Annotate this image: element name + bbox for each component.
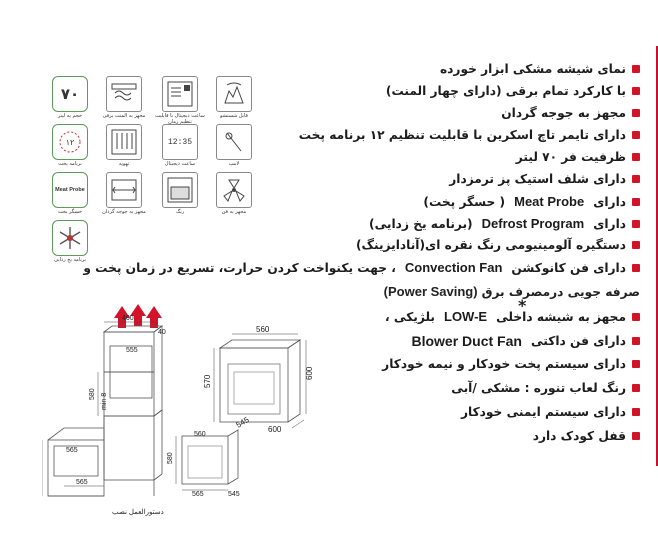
cooking-programs-icon: ۱۲ [52,124,88,160]
installation-drawing: 560 570 600 600 545 400 40 555 580 min 8… [41,300,372,520]
dim-label: min 8 [101,393,108,410]
dim-label: 400 [122,315,134,322]
icon-caption: مجهز به فن [221,209,247,215]
svg-text:۱۲: ۱۲ [66,138,75,147]
bullet-icon [632,175,640,183]
capacity-70-icon: ۷۰ [52,76,88,112]
feature-item: رنگ لعاب تنوره : مشکی /آبی [451,381,640,395]
dim-label: 555 [126,347,138,354]
feature-item: ظرفیت فر ۷۰ لیتر [516,150,640,164]
icon-caption: ساعت دیجیتال [164,161,196,167]
bullet-icon [632,241,640,249]
icon-caption: مجهز به جوجه گردان [102,209,146,215]
icon-caption: مجهز به المنت برقی [102,113,146,119]
color-icon [162,172,198,208]
feature-item: دارای شلف استیک پز ترمزدار [449,172,640,186]
feature-item: دارای سیستم ایمنی خودکار [461,405,640,419]
dim-label: 40 [158,329,166,336]
dim-label: 560 [256,325,270,334]
meat-probe-icon: Meat Probe [52,172,88,208]
feature-item: مجهز به جوجه گردان [501,106,640,120]
icon-caption: لامپ [228,161,240,167]
dim-label: 600 [268,425,282,434]
icon-caption: ساعت دیجیتال با قابلیت تنظیم زمان [155,113,205,125]
bullet-icon [632,153,640,161]
bullet-icon [632,131,640,139]
hand-wash-icon [216,76,252,112]
icon-caption: حسگر پخت [57,209,83,215]
icon-caption: تهویه [118,161,130,167]
bullet-icon [632,109,640,117]
defrost-icon [52,220,88,256]
electric-icon [106,76,142,112]
icon-caption: حجم به لیتر [57,113,83,119]
bullet-icon [632,408,640,416]
dim-label: 600 [305,366,314,380]
feature-item: با کارکرد تمام برقی (دارای چهار المنت) [386,84,640,98]
icon-caption: برنامه یخ زدایی [54,257,86,263]
feature-item: دارای سیستم پخت خودکار و نیمه خودکار [382,357,640,371]
heater-icon [106,124,142,160]
bullet-icon [632,337,640,345]
dim-label: 545 [235,415,252,430]
feature-item: قفل کودک دارد [533,429,640,443]
feature-continuation: صرفه جویی درمصرف برق(Power Saving) [383,284,640,299]
bullet-icon [632,312,640,321]
bullet-icon [632,360,640,368]
bullet-icon [632,87,640,95]
feature-item: نمای شیشه مشکی ابزار خورده [440,62,640,76]
bullet-icon [632,384,640,392]
dim-label: 580 [89,388,96,400]
bullet-icon [632,219,640,228]
dim-label: 580 [167,452,174,464]
dim-label: 565 [192,491,204,498]
icon-caption: قابل شستشو [220,113,248,119]
dim-label: 545 [228,491,240,498]
timer-display-icon [162,76,198,112]
icon-caption: برنامه پخت [58,161,82,167]
dim-label: 560 [194,431,206,438]
dim-label: 565 [76,479,88,486]
clock-icon: 12:35 [162,124,198,160]
fan-icon [216,172,252,208]
right-accent-bar [656,46,658,466]
bullet-icon [632,197,640,206]
asterisk-mark: * [518,296,527,315]
bullet-icon [632,263,640,272]
icon-caption: رنگ [175,209,185,215]
dim-label: 565 [66,447,78,454]
drawing-caption: دستورالعمل نصب [112,508,164,516]
feature-item: دستگیره آلومینیومی رنگ نقره ای(آنادایزین… [356,238,640,252]
rotisserie-icon [106,172,142,208]
bullet-icon [632,65,640,73]
lamp-icon [216,124,252,160]
bullet-icon [632,432,640,440]
dim-label: 570 [203,374,212,388]
feature-item: دارای تایمر تاچ اسکرین با قابلیت تنظیم ۱… [299,128,640,142]
